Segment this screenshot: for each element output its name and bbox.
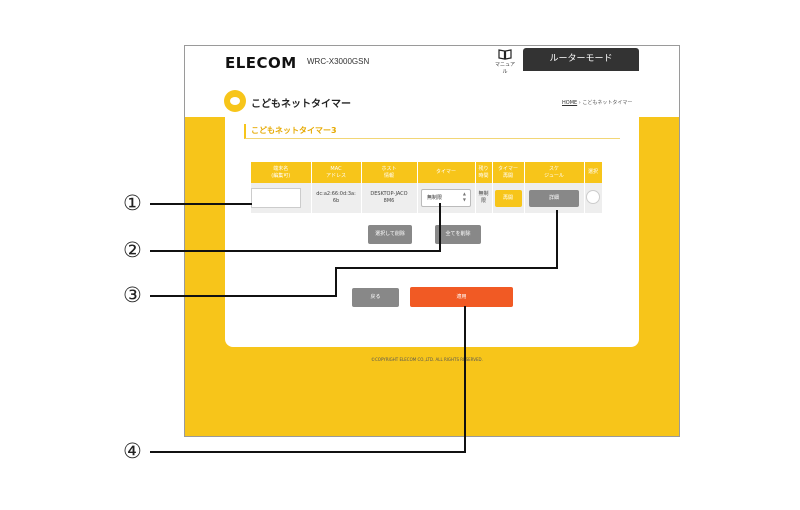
cell-timer: 無制限▲▼ [417, 183, 476, 213]
apply-button[interactable]: 適用 [410, 287, 513, 307]
copyright-text: ©COPYRIGHT ELECOM CO.,LTD. ALL RIGHTS RE… [371, 357, 483, 362]
col-timer: タイマー [417, 162, 476, 183]
elecom-logo: ELECOM [225, 54, 297, 72]
cell-mac-address: dc:a2:66:0d:3a:6b [311, 183, 362, 213]
callout-line-4 [150, 306, 466, 453]
cell-device-name [251, 183, 312, 213]
book-icon [498, 49, 512, 60]
col-schedule: スケジュール [524, 162, 585, 183]
callout-number-3: ③ [123, 283, 142, 307]
kids-face-icon [224, 90, 246, 112]
header: ELECOM WRC-X3000GSN マニュアル ルーターモード こどもネット… [185, 46, 679, 117]
col-remaining-time: 残り時間 [475, 162, 493, 183]
breadcrumb-current: › こどもネットタイマー [577, 100, 633, 106]
browser-frame: ELECOM WRC-X3000GSN マニュアル ルーターモード こどもネット… [184, 45, 680, 437]
breadcrumb: HOME › こどもネットタイマー [562, 99, 632, 106]
col-device-name: 端末名(編集可) [251, 162, 312, 183]
cell-timer-resume: 再開 [492, 183, 525, 213]
resume-button[interactable]: 再開 [494, 189, 522, 207]
delete-selected-button[interactable]: 選択して削除 [368, 225, 412, 244]
tab-router-mode[interactable]: ルーターモード [523, 48, 639, 71]
breadcrumb-home-link[interactable]: HOME [562, 100, 578, 106]
back-button[interactable]: 戻る [352, 288, 399, 307]
cell-schedule: 詳細 [524, 183, 585, 213]
callout-line-3 [150, 210, 558, 297]
updown-arrows-icon: ▲▼ [462, 191, 466, 202]
schedule-detail-button[interactable]: 詳細 [529, 189, 579, 207]
callout-line-2 [150, 203, 441, 252]
model-name: WRC-X3000GSN [307, 57, 370, 66]
timer-select[interactable]: 無制限▲▼ [421, 189, 471, 207]
manual-label: マニュアル [495, 62, 515, 75]
callout-number-1: ① [123, 191, 142, 215]
device-name-input[interactable] [251, 188, 301, 208]
cell-select [584, 183, 603, 213]
callout-number-4: ④ [123, 439, 142, 463]
delete-all-button[interactable]: 全てを削除 [435, 225, 481, 244]
col-select: 選択 [584, 162, 603, 183]
col-timer-resume: タイマー再開 [492, 162, 525, 183]
page-title: こどもネットタイマー [251, 99, 351, 110]
section-title: こどもネットタイマー3 [244, 124, 620, 139]
callout-number-2: ② [123, 238, 142, 262]
select-radio[interactable] [586, 189, 600, 204]
manual-button[interactable]: マニュアル [493, 49, 517, 75]
cell-remaining-time: 無制限 [475, 183, 493, 213]
col-host-info: ホスト情報 [361, 162, 418, 183]
